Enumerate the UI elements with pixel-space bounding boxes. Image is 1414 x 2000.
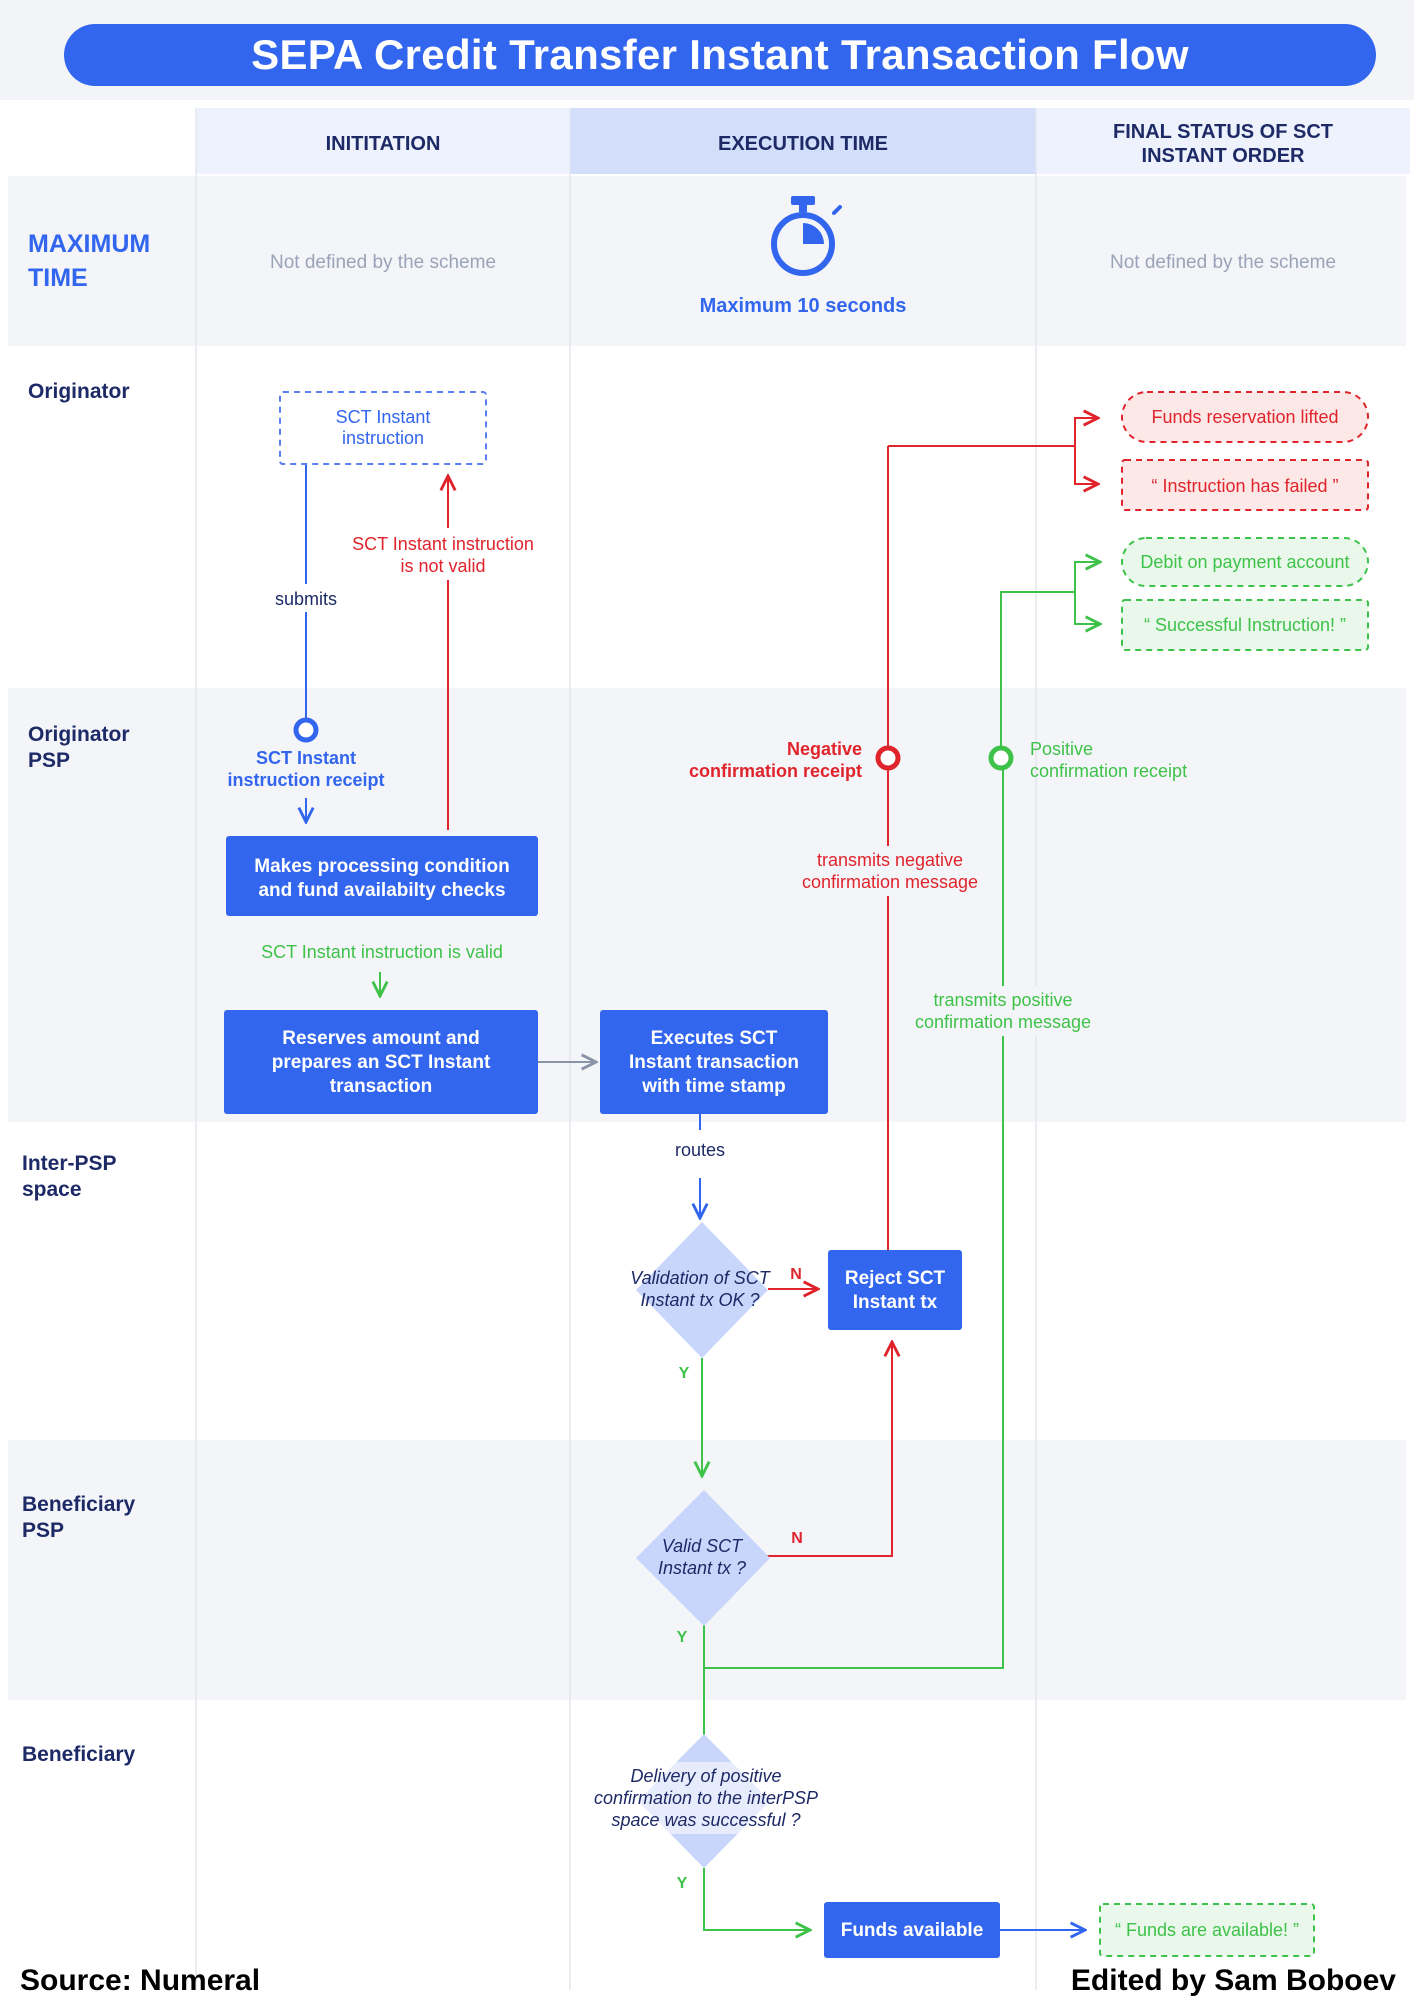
svg-text:“ Funds are available! ”: “ Funds are available! ” [1115, 1920, 1299, 1940]
delivery-line3: space was successful ? [611, 1810, 800, 1830]
valid-sct-n-path [760, 1342, 892, 1557]
delivery-y-label: Y [677, 1875, 688, 1892]
lane-labels: Originator Originator PSP Inter-PSP spac… [22, 380, 136, 1766]
positive-path [704, 768, 1004, 1669]
editor-credit: Edited by Sam Boboev [1070, 1964, 1396, 1997]
svg-text:Funds reservation lifted: Funds reservation lifted [1151, 407, 1338, 427]
page-title: SEPA Credit Transfer Instant Transaction… [64, 24, 1376, 86]
column-headers: INITITATION EXECUTION TIME FINAL STATUS … [196, 108, 1410, 174]
max-time-execution: Maximum 10 seconds [700, 295, 907, 317]
processing-checks-box: Makes processing condition and fund avai… [226, 836, 538, 916]
reject-line2: Instant tx [853, 1292, 938, 1313]
svg-text:Debit on payment account: Debit on payment account [1140, 552, 1349, 572]
svg-text:Funds available: Funds available [841, 1920, 984, 1941]
lane-beneficiary-psp-line1: Beneficiary [22, 1493, 136, 1516]
delivery-y-path [703, 1868, 810, 1930]
executes-line3: with time stamp [641, 1076, 786, 1097]
validation-line1: Validation of SCT [630, 1268, 771, 1288]
not-valid-line2: is not valid [400, 556, 485, 576]
checks-line1: Makes processing condition [254, 856, 510, 877]
executes-line1: Executes SCT [651, 1028, 778, 1049]
max-time-initiation: Not defined by the scheme [270, 252, 496, 273]
valid-sct-diamond: Valid SCT Instant tx ? [636, 1490, 770, 1626]
delivery-line1: Delivery of positive [630, 1766, 781, 1786]
max-time-final: Not defined by the scheme [1110, 252, 1336, 273]
grid-lines [195, 108, 1037, 1990]
not-valid-label: SCT Instant instruction is not valid [340, 528, 552, 580]
instruction-failed-status: “ Instruction has failed ” [1121, 459, 1369, 511]
reserves-box: Reserves amount and prepares an SCT Inst… [224, 1010, 538, 1114]
valid-sct-line1: Valid SCT [662, 1536, 744, 1556]
positive-line2: confirmation receipt [1030, 761, 1187, 781]
positive-line1: Positive [1030, 739, 1093, 759]
sct-instruction-node: SCT Instant instruction [279, 391, 487, 465]
negative-line1: Negative [787, 739, 862, 759]
lane-originator: Originator [28, 380, 130, 403]
routes-label: routes [675, 1140, 725, 1160]
sct-instruction-line2: instruction [342, 428, 424, 448]
successful-status: “ Successful Instruction! ” [1121, 599, 1369, 651]
reject-box: Reject SCT Instant tx [828, 1250, 962, 1330]
positive-receipt-circle [988, 745, 1014, 771]
lane-beneficiary: Beneficiary [22, 1743, 136, 1766]
reserves-line2: prepares an SCT Instant [272, 1052, 491, 1073]
header-execution: EXECUTION TIME [718, 133, 888, 155]
lane-inter-psp-line1: Inter-PSP [22, 1152, 117, 1175]
reserves-line3: transaction [330, 1076, 432, 1097]
red-branch-bottom [1074, 446, 1098, 484]
executes-line2: Instant transaction [629, 1052, 799, 1073]
receipt-circle [293, 717, 319, 743]
submits-label: submits [266, 584, 346, 612]
sct-instruction-line1: SCT Instant [336, 407, 431, 427]
stopwatch-icon [771, 196, 842, 276]
delivery-line2: confirmation to the interPSP [594, 1788, 818, 1808]
valid-sct-n-label: N [791, 1530, 803, 1547]
valid-sct-y-label: Y [677, 1629, 688, 1646]
valid-label: SCT Instant instruction is valid [261, 942, 503, 962]
lane-originator-psp-line1: Originator [28, 723, 130, 746]
validation-diamond: Validation of SCT Instant tx OK ? [630, 1222, 772, 1358]
validation-line2: Instant tx OK ? [640, 1290, 759, 1310]
max-time-label-line1: MAXIMUM [28, 230, 150, 258]
negative-receipt-circle [875, 745, 901, 771]
checks-line2: and fund availabilty checks [258, 880, 505, 901]
header-initiation: INITITATION [326, 133, 441, 155]
reservation-lifted-status: Funds reservation lifted [1121, 391, 1369, 443]
lane-originator-psp-line2: PSP [28, 749, 70, 772]
red-branch-top [1074, 418, 1098, 446]
lane-beneficiary-psp-line2: PSP [22, 1519, 64, 1542]
positive-up [1000, 591, 1075, 748]
transmits-pos-line1: transmits positive [933, 990, 1072, 1010]
green-branch-top [1074, 562, 1100, 592]
lane-inter-psp-line2: space [22, 1178, 82, 1201]
funds-are-available-status: “ Funds are available! ” [1099, 1903, 1315, 1957]
transmits-pos-line2: confirmation message [915, 1012, 1091, 1032]
executes-box: Executes SCT Instant transaction with ti… [600, 1010, 828, 1114]
transmits-negative-label: transmits negative confirmation message [796, 846, 982, 896]
svg-text:“ Successful Instruction! ”: “ Successful Instruction! ” [1144, 615, 1346, 635]
maximum-time-row: MAXIMUM TIME Not defined by the scheme N… [28, 196, 1336, 317]
header-final-line1: FINAL STATUS OF SCT [1113, 121, 1333, 143]
not-valid-line1: SCT Instant instruction [352, 534, 534, 554]
svg-text:submits: submits [275, 589, 337, 609]
transmits-positive-label: transmits positive confirmation message [906, 986, 1100, 1036]
debit-status: Debit on payment account [1121, 537, 1369, 587]
transmits-neg-line1: transmits negative [817, 850, 963, 870]
max-time-label-line2: TIME [28, 264, 88, 292]
transmits-neg-line2: confirmation message [802, 872, 978, 892]
reject-line1: Reject SCT [845, 1268, 946, 1289]
reserves-line1: Reserves amount and [282, 1028, 479, 1049]
negative-line2: confirmation receipt [689, 761, 862, 781]
valid-sct-line2: Instant tx ? [658, 1558, 746, 1578]
validation-y-label: Y [679, 1365, 690, 1382]
svg-text:“ Instruction has failed ”: “ Instruction has failed ” [1151, 476, 1338, 496]
header-final-line2: INSTANT ORDER [1142, 145, 1306, 167]
receipt-line2: instruction receipt [227, 770, 384, 790]
validation-n-label: N [790, 1266, 802, 1283]
receipt-line1: SCT Instant [256, 748, 356, 768]
delivery-diamond: Delivery of positive confirmation to the… [588, 1734, 822, 1868]
green-branch-bottom [1074, 592, 1100, 624]
source-credit: Source: Numeral [20, 1964, 261, 1997]
funds-available-box: Funds available [824, 1902, 1000, 1958]
